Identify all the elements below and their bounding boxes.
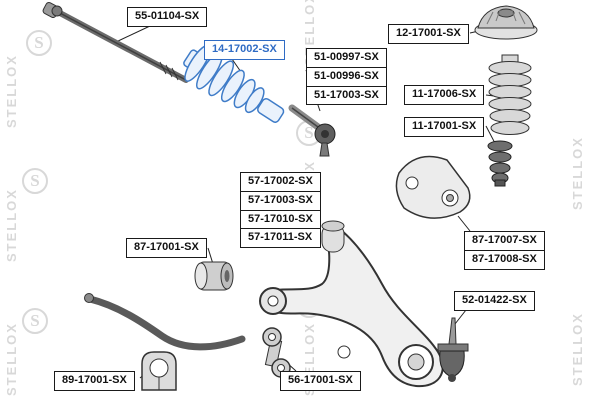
part-label-14-17002-sx-highlighted[interactable]: 14-17002-SX: [204, 40, 285, 60]
ball-joint-drawing: [437, 317, 469, 382]
part-label-51-00997-sx[interactable]: 51-00997-SX: [306, 48, 387, 68]
control-arm-bushing-drawing: [194, 261, 234, 291]
inner-tie-rod-drawing: [42, 1, 189, 83]
part-label-89-17001-sx[interactable]: 89-17001-SX: [54, 371, 135, 391]
part-label-87-17001-sx[interactable]: 87-17001-SX: [126, 238, 207, 258]
stabilizer-bushing-drawing: [141, 351, 177, 391]
strut-dust-boot-drawing: [488, 54, 532, 135]
part-label-51-00996-sx[interactable]: 51-00996-SX: [306, 66, 387, 87]
part-label-87-17007-sx[interactable]: 87-17007-SX: [464, 231, 545, 251]
part-label-11-17006-sx[interactable]: 11-17006-SX: [404, 85, 485, 105]
part-label-52-01422-sx[interactable]: 52-01422-SX: [454, 291, 535, 311]
leader-line: [207, 247, 214, 265]
part-label-57-17010-sx[interactable]: 57-17010-SX: [240, 209, 321, 230]
leader-line: [457, 215, 471, 232]
part-label-57-17002-sx[interactable]: 57-17002-SX: [240, 172, 321, 192]
stabilizer-link-drawing: [262, 327, 291, 378]
part-label-12-17001-sx[interactable]: 12-17001-SX: [388, 24, 469, 44]
part-label-57-17003-sx[interactable]: 57-17003-SX: [240, 190, 321, 211]
tie-rod-end-drawing: [288, 104, 336, 157]
stabilizer-bar-drawing: [84, 293, 246, 351]
leader-line: [231, 58, 242, 73]
leader-line: [115, 25, 151, 43]
part-label-56-17001-sx[interactable]: 56-17001-SX: [280, 371, 361, 391]
part-label-stack-57: 57-17002-SX 57-17003-SX 57-17010-SX 57-1…: [240, 172, 321, 248]
bracket-drawing: [395, 155, 471, 219]
part-label-51-17003-sx[interactable]: 51-17003-SX: [306, 85, 387, 106]
part-label-stack-51: 51-00997-SX 51-00996-SX 51-17003-SX: [306, 48, 387, 106]
part-label-55-01104-sx[interactable]: 55-01104-SX: [127, 7, 208, 27]
part-label-87-17008-sx[interactable]: 87-17008-SX: [464, 249, 545, 270]
part-label-11-17001-sx[interactable]: 11-17001-SX: [404, 117, 485, 137]
part-label-stack-87: 87-17007-SX 87-17008-SX: [464, 231, 545, 270]
bump-stop-drawing: [487, 140, 513, 187]
leader-line: [454, 309, 467, 325]
strut-mount-drawing: [474, 5, 538, 40]
part-label-57-17011-sx[interactable]: 57-17011-SX: [240, 228, 321, 248]
control-arm-drawing: [259, 220, 444, 388]
